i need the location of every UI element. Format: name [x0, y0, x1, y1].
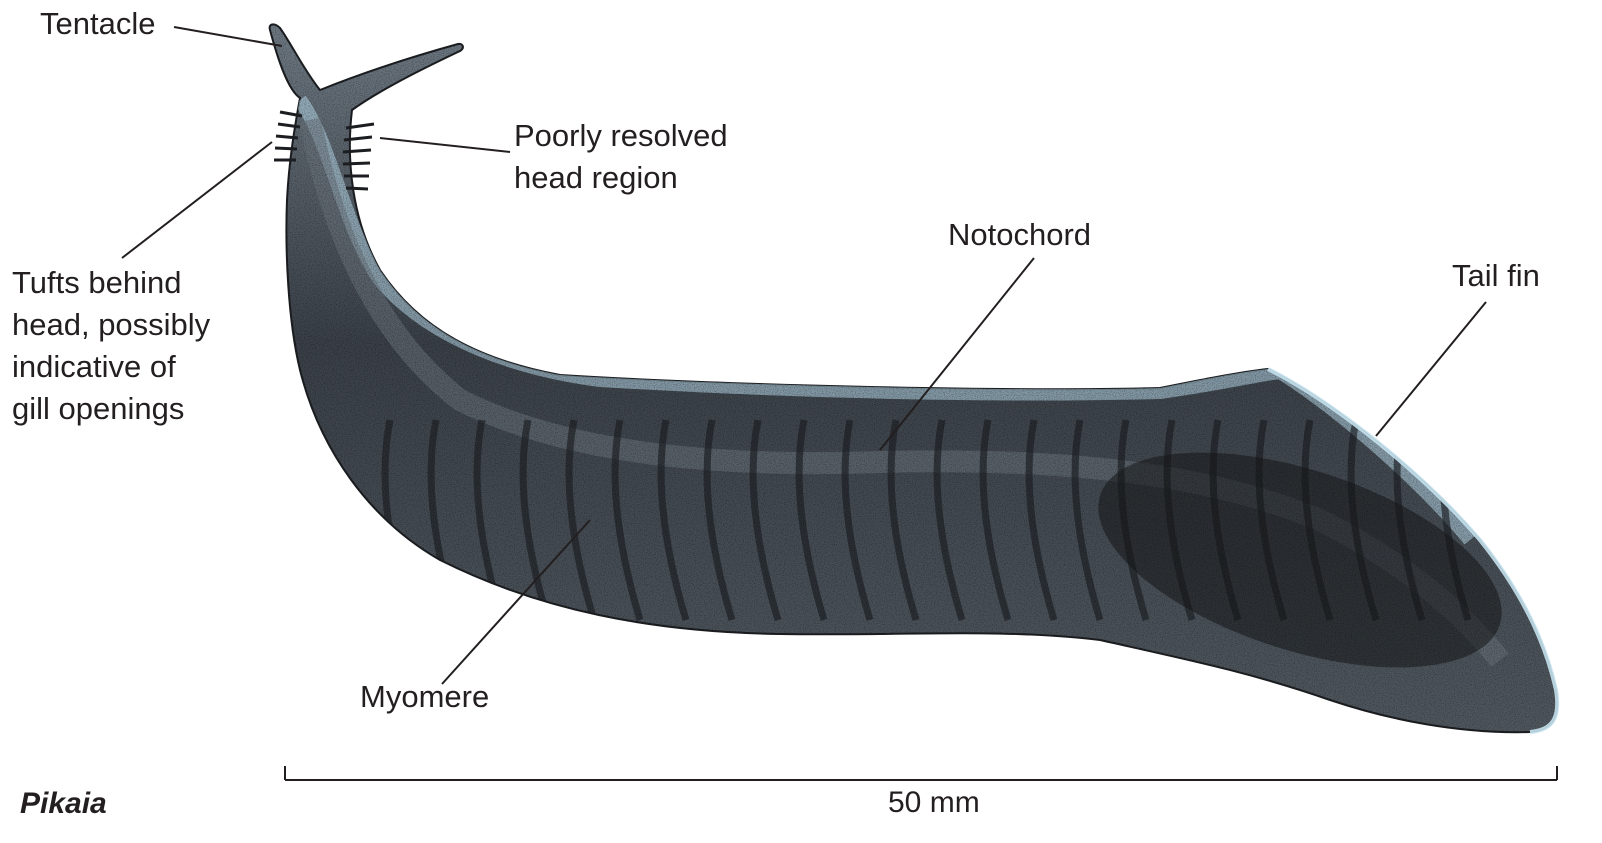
- label-notochord: Notochord: [948, 214, 1091, 256]
- label-head-region-line1: Poorly resolved: [514, 115, 728, 157]
- tentacle-leader: [174, 27, 282, 46]
- label-head-region: Poorly resolved head region: [514, 115, 728, 199]
- scale-bar: [285, 766, 1557, 780]
- label-tufts-line2: head, possibly: [12, 304, 210, 346]
- tufts-leader: [122, 142, 272, 258]
- label-myomere: Myomere: [360, 676, 489, 718]
- label-head-region-line2: head region: [514, 157, 728, 199]
- label-tentacle: Tentacle: [40, 3, 155, 45]
- label-tufts: Tufts behind head, possibly indicative o…: [12, 262, 210, 430]
- head-region-leader: [380, 138, 510, 152]
- label-tufts-line3: indicative of: [12, 346, 210, 388]
- scale-bar-label: 50 mm: [888, 786, 980, 820]
- label-tufts-line4: gill openings: [12, 388, 210, 430]
- label-tail-fin: Tail fin: [1452, 255, 1540, 297]
- label-tufts-line1: Tufts behind: [12, 262, 210, 304]
- figure-caption: Pikaia: [20, 787, 107, 821]
- tail-fin-leader: [1376, 302, 1486, 436]
